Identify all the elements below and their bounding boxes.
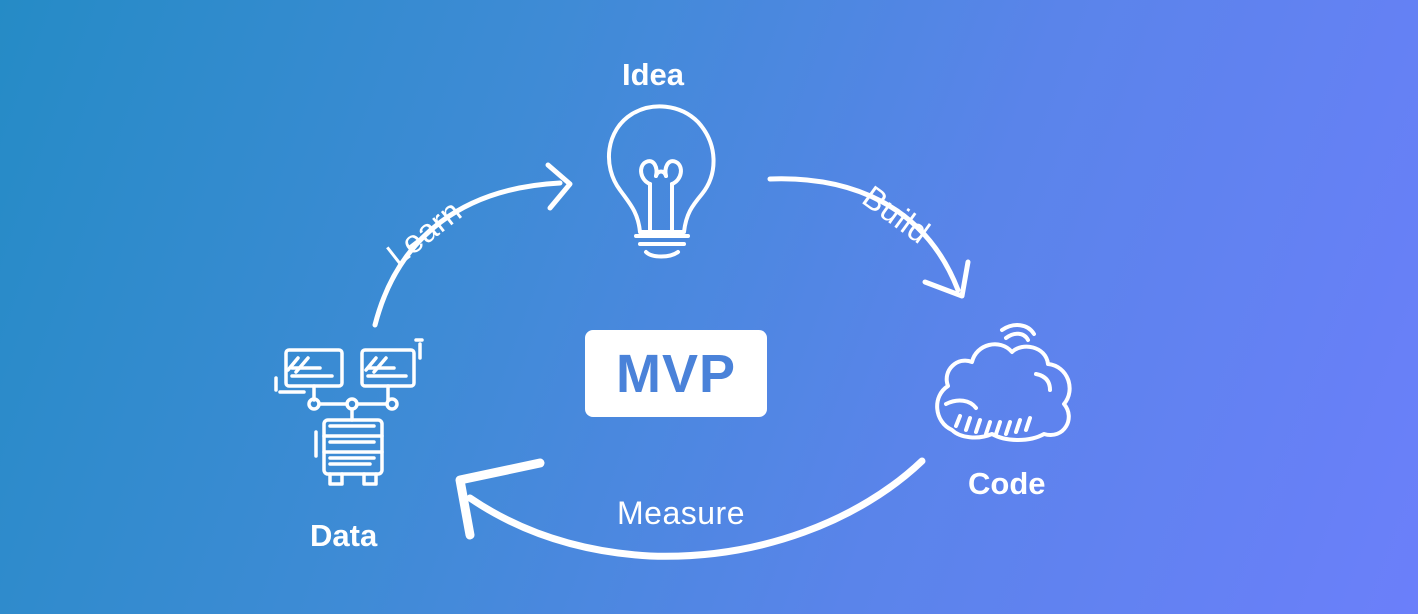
code-label: Code — [968, 466, 1046, 501]
build-arrowhead — [922, 259, 971, 299]
learn-arrow — [372, 180, 563, 328]
learn-arrowhead — [545, 162, 573, 211]
measure-arrowhead — [455, 458, 545, 540]
measure-label: Measure — [617, 495, 745, 531]
build-arrow — [767, 176, 961, 293]
mvp-label: MVP — [615, 343, 737, 404]
cloud-icon — [935, 323, 1072, 442]
lightbulb-icon — [606, 104, 716, 259]
idea-label: Idea — [622, 57, 685, 92]
network-database-icon — [274, 338, 424, 486]
mvp-box: MVP — [585, 330, 767, 417]
measure-arrow — [466, 457, 926, 560]
data-label: Data — [310, 518, 378, 553]
